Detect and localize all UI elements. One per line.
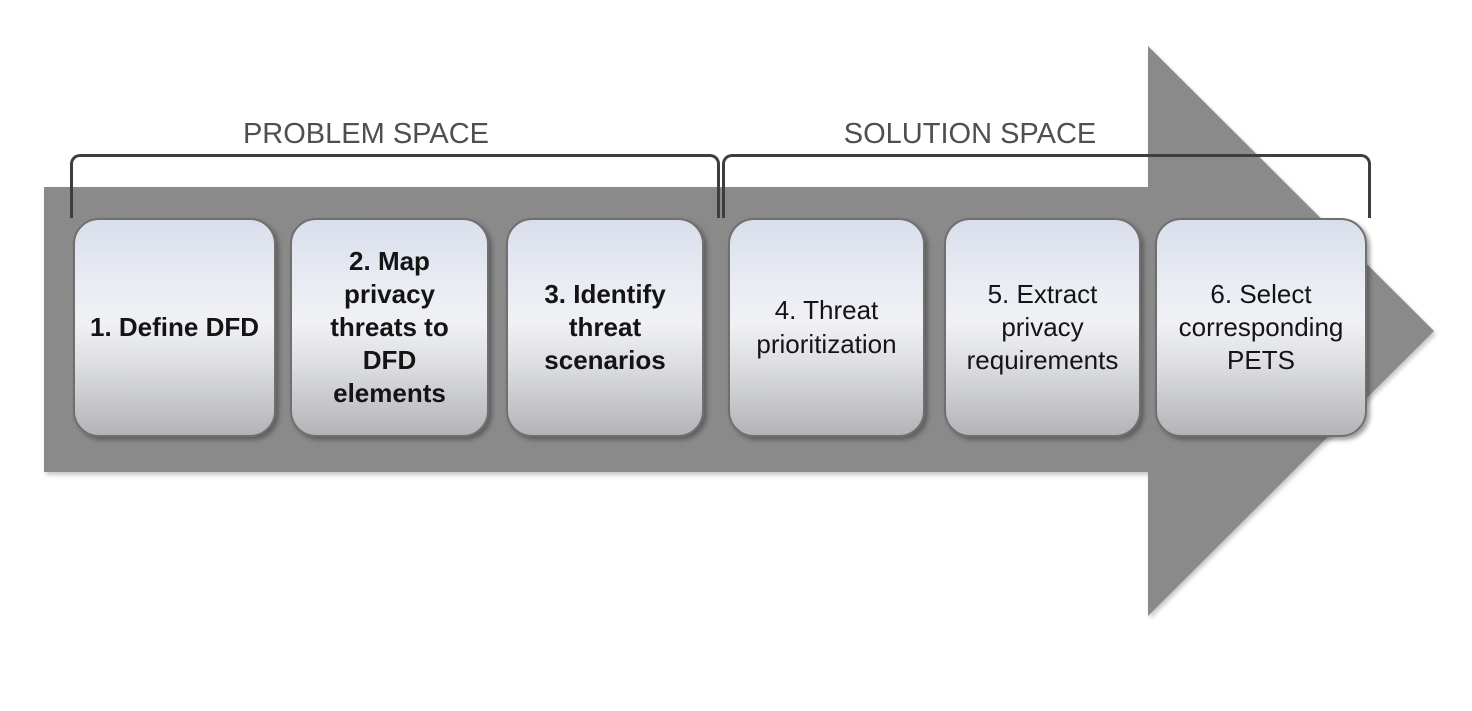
phase-label-solution-space: SOLUTION SPACE [843,118,1097,150]
problem-space-bracket [70,154,720,218]
step-label-2: 2. Map privacy threats to DFD elements [330,245,449,409]
step-label-5: 5. Extract privacy requirements [966,278,1119,375]
phase-label-problem-space: PROBLEM SPACE [242,118,490,150]
step-box-4: 4. Threat prioritization [728,218,925,437]
step-box-5: 5. Extract privacy requirements [944,218,1141,437]
step-label-1: 1. Define DFD [89,311,260,342]
step-box-1: 1. Define DFD [73,218,276,437]
step-box-6: 6. Select corresponding PETS [1155,218,1367,437]
step-label-3: 3. Identify threat scenarios [544,278,666,375]
step-label-6: 6. Select corresponding PETS [1178,278,1344,375]
step-label-4: 4. Threat prioritization [756,295,897,359]
step-box-2: 2. Map privacy threats to DFD elements [290,218,489,437]
step-box-3: 3. Identify threat scenarios [506,218,704,437]
solution-space-bracket [722,154,1371,218]
